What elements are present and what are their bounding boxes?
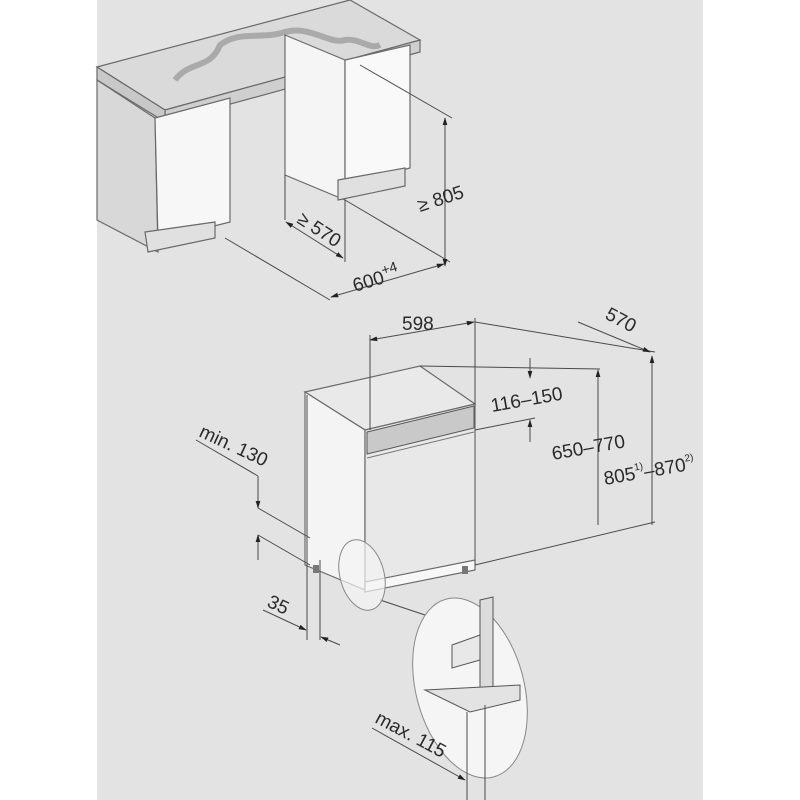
right-cabinet-side xyxy=(284,34,346,201)
appliance-width-dimension xyxy=(369,320,475,342)
right-cabinet-door xyxy=(344,44,411,186)
control-panel xyxy=(366,405,475,455)
niche-depth-dimension xyxy=(285,221,344,259)
worktop-cutaway xyxy=(172,27,382,82)
niche-drawing: ≥ 805 ≥ 570 600+4 xyxy=(95,0,467,301)
niche-width-dimension xyxy=(330,263,445,298)
left-cabinet-plinth xyxy=(144,221,216,253)
appliance-width-label: 598 xyxy=(402,314,434,335)
left-cabinet-side xyxy=(96,78,159,254)
right-cabinet-plinth xyxy=(337,167,406,201)
detail-marker-small xyxy=(338,539,386,611)
left-cabinet-door xyxy=(154,97,231,241)
appliance-depth-dimension xyxy=(577,321,651,353)
